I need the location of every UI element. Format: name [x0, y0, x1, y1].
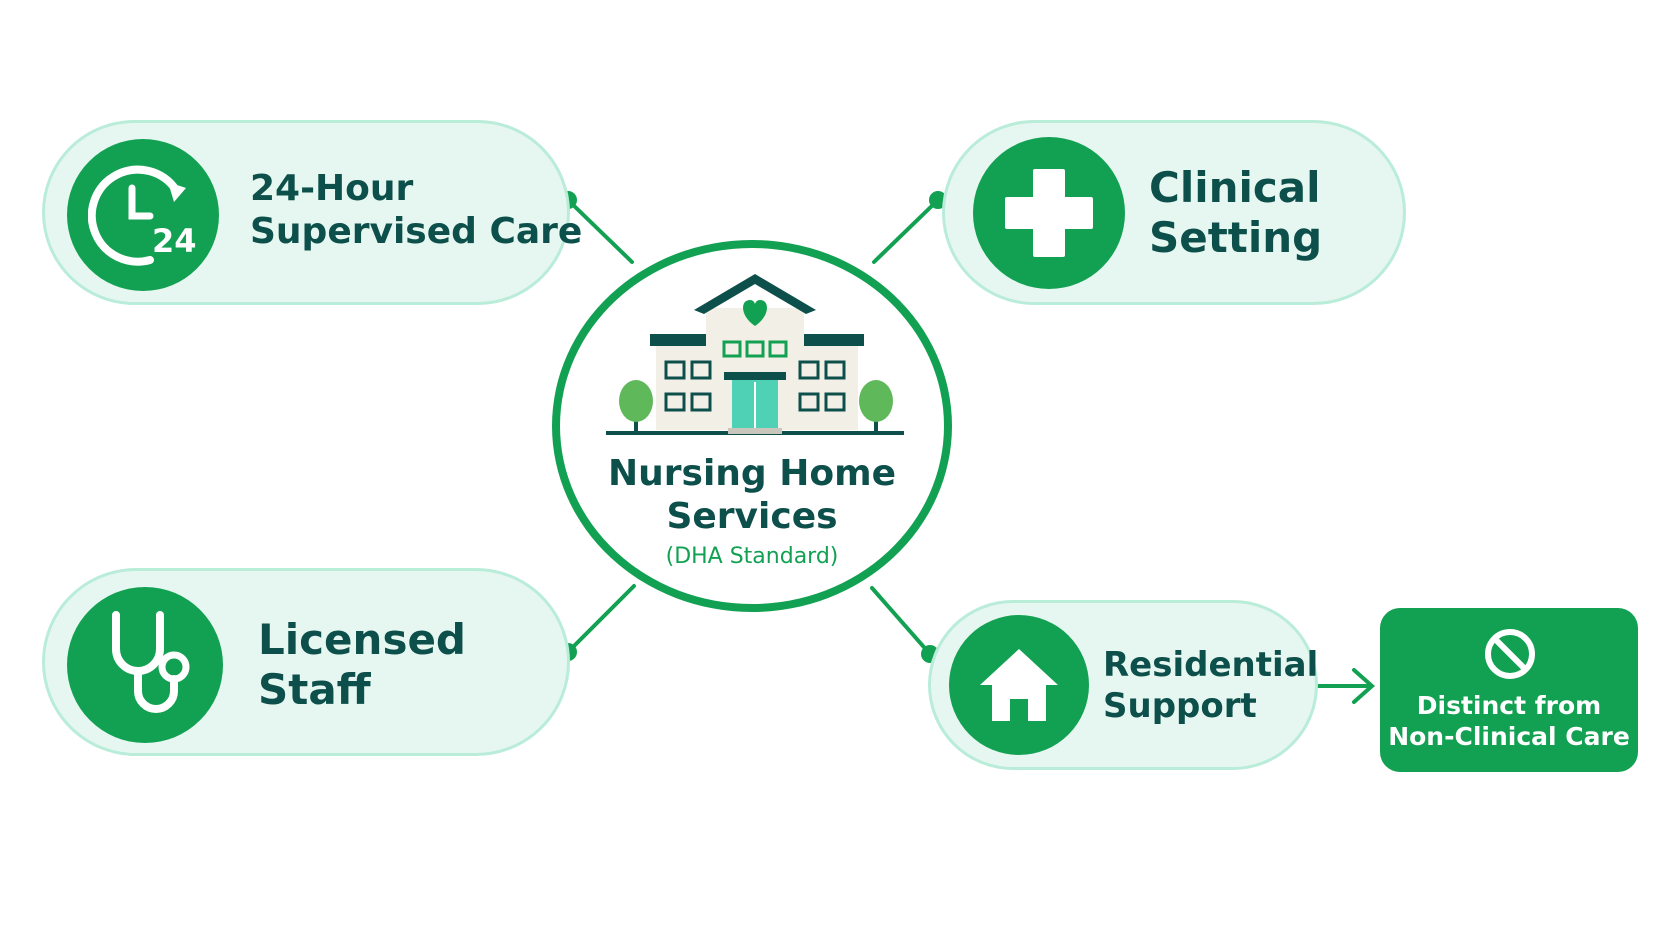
clock-24-icon: 24 — [67, 139, 219, 291]
medical-cross-icon — [973, 137, 1125, 289]
connector-licensed — [566, 584, 636, 654]
node-label: Residential Support — [1103, 645, 1318, 727]
distinct-callout: Distinct from Non-Clinical Care — [1380, 608, 1638, 772]
callout-line2: Non-Clinical Care — [1388, 722, 1630, 752]
center-title-line1: Nursing Home — [608, 453, 896, 494]
node-label-line2: Supervised Care — [250, 211, 583, 253]
center-subtitle: (DHA Standard) — [665, 544, 839, 569]
arrow-head — [1352, 668, 1376, 704]
connector-24h — [566, 198, 634, 264]
node-label-line1: Licensed — [258, 615, 466, 664]
distinct-callout-label: Distinct from Non-Clinical Care — [1380, 690, 1638, 753]
node-24-hour-supervised-care: 24 24-Hour Supervised Care — [42, 120, 582, 305]
node-clinical-setting: Clinical Setting — [942, 120, 1406, 305]
connector-residential — [870, 586, 932, 656]
node-licensed-staff: Licensed Staff — [42, 568, 570, 756]
prohibited-icon — [1485, 629, 1535, 679]
center-title-line2: Services — [666, 496, 838, 538]
node-residential-support: Residential Support — [928, 600, 1318, 770]
callout-line1: Distinct from — [1416, 691, 1602, 720]
node-label-line1: Clinical — [1149, 163, 1321, 212]
house-icon — [949, 615, 1089, 755]
node-label-line2: Staff — [258, 665, 371, 715]
node-label: Clinical Setting — [1149, 163, 1322, 264]
clock-badge-text: 24 — [152, 222, 197, 260]
center-title: Nursing Home Services — [560, 452, 944, 538]
center-hub: Nursing Home Services (DHA Standard) — [552, 240, 952, 612]
node-label-line1: Residential — [1103, 645, 1319, 685]
node-label-line2: Support — [1103, 685, 1257, 726]
nursing-home-building-icon — [606, 274, 904, 435]
node-label: Licensed Staff — [258, 615, 466, 716]
node-label: 24-Hour Supervised Care — [250, 167, 582, 253]
node-label-line2: Setting — [1149, 213, 1323, 263]
connector-clinical — [872, 198, 940, 264]
stethoscope-icon — [67, 587, 223, 743]
node-label-line1: 24-Hour — [250, 168, 414, 209]
